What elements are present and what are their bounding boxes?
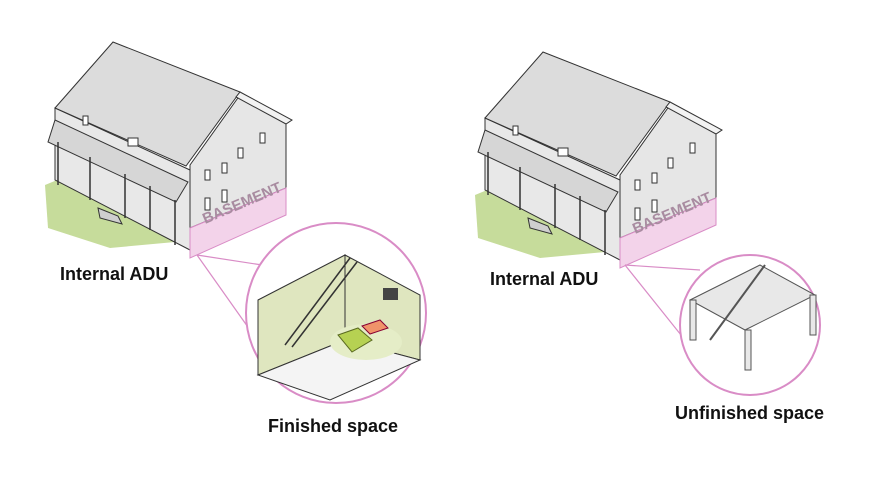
finished-room bbox=[256, 254, 422, 401]
coffee-table bbox=[361, 319, 389, 335]
right-title: Internal ADU bbox=[490, 269, 599, 289]
tv bbox=[383, 288, 398, 300]
unfinished-frame bbox=[688, 264, 817, 371]
left-caption: Finished space bbox=[268, 416, 399, 436]
sofa bbox=[337, 327, 373, 353]
right-caption: Unfinished space bbox=[675, 403, 825, 423]
right-house bbox=[474, 51, 723, 269]
left-house bbox=[44, 41, 293, 259]
left-title: Internal ADU bbox=[60, 264, 169, 284]
right-callout bbox=[624, 254, 821, 396]
